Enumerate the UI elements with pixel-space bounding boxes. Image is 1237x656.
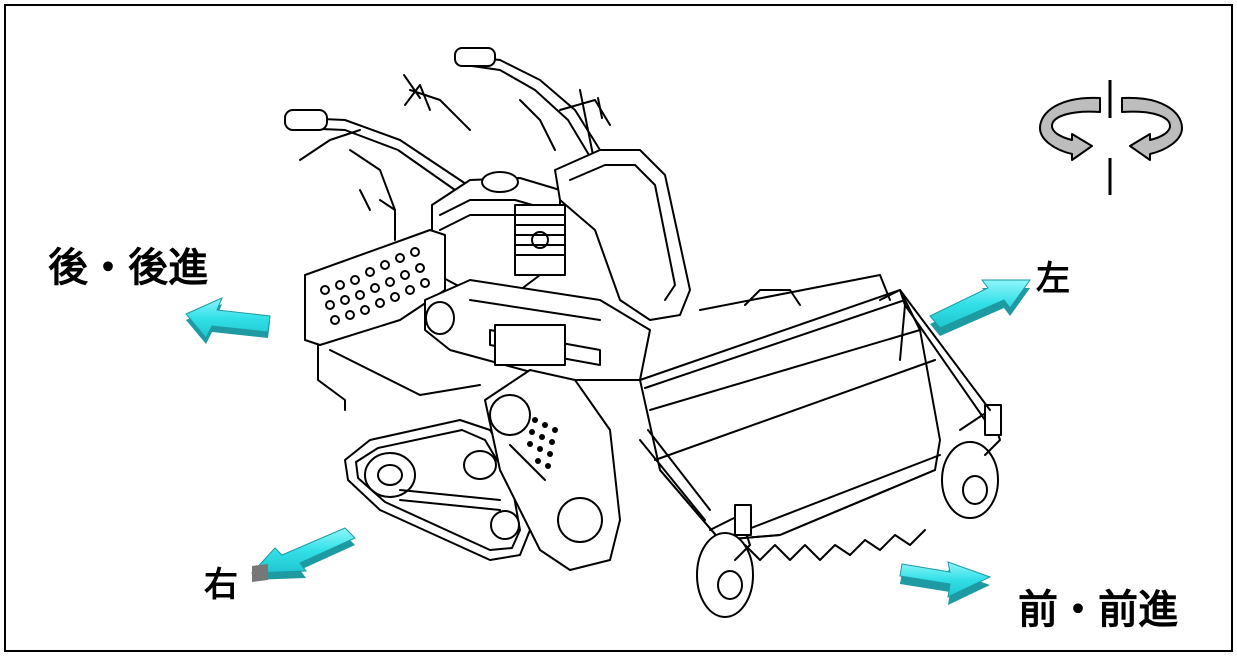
- arrow-front-icon: [899, 561, 992, 605]
- label-left: 左: [1036, 259, 1070, 299]
- crawler-track: [344, 419, 531, 561]
- drive-cover: [484, 369, 621, 571]
- crawler-mower-icon: [284, 47, 1002, 618]
- label-right: 右: [204, 565, 238, 605]
- mower-deck: [639, 274, 941, 561]
- caster-wheel-right: [696, 504, 754, 618]
- arrow-right-icon: [250, 527, 356, 582]
- belt-cover: [554, 149, 691, 321]
- caster-wheel-left: [941, 404, 1002, 519]
- deck-arms: [639, 289, 991, 521]
- engine: [431, 171, 566, 293]
- rear-guard: [304, 229, 481, 411]
- arrow-back-icon: [185, 297, 271, 344]
- label-front-forward: 前・前進: [1018, 587, 1178, 633]
- label-back-reverse: 後・後進: [48, 245, 208, 291]
- rotate-both-directions-icon: [1039, 80, 1183, 195]
- side-housing: [424, 279, 651, 381]
- arrow-left-icon: [929, 279, 1031, 336]
